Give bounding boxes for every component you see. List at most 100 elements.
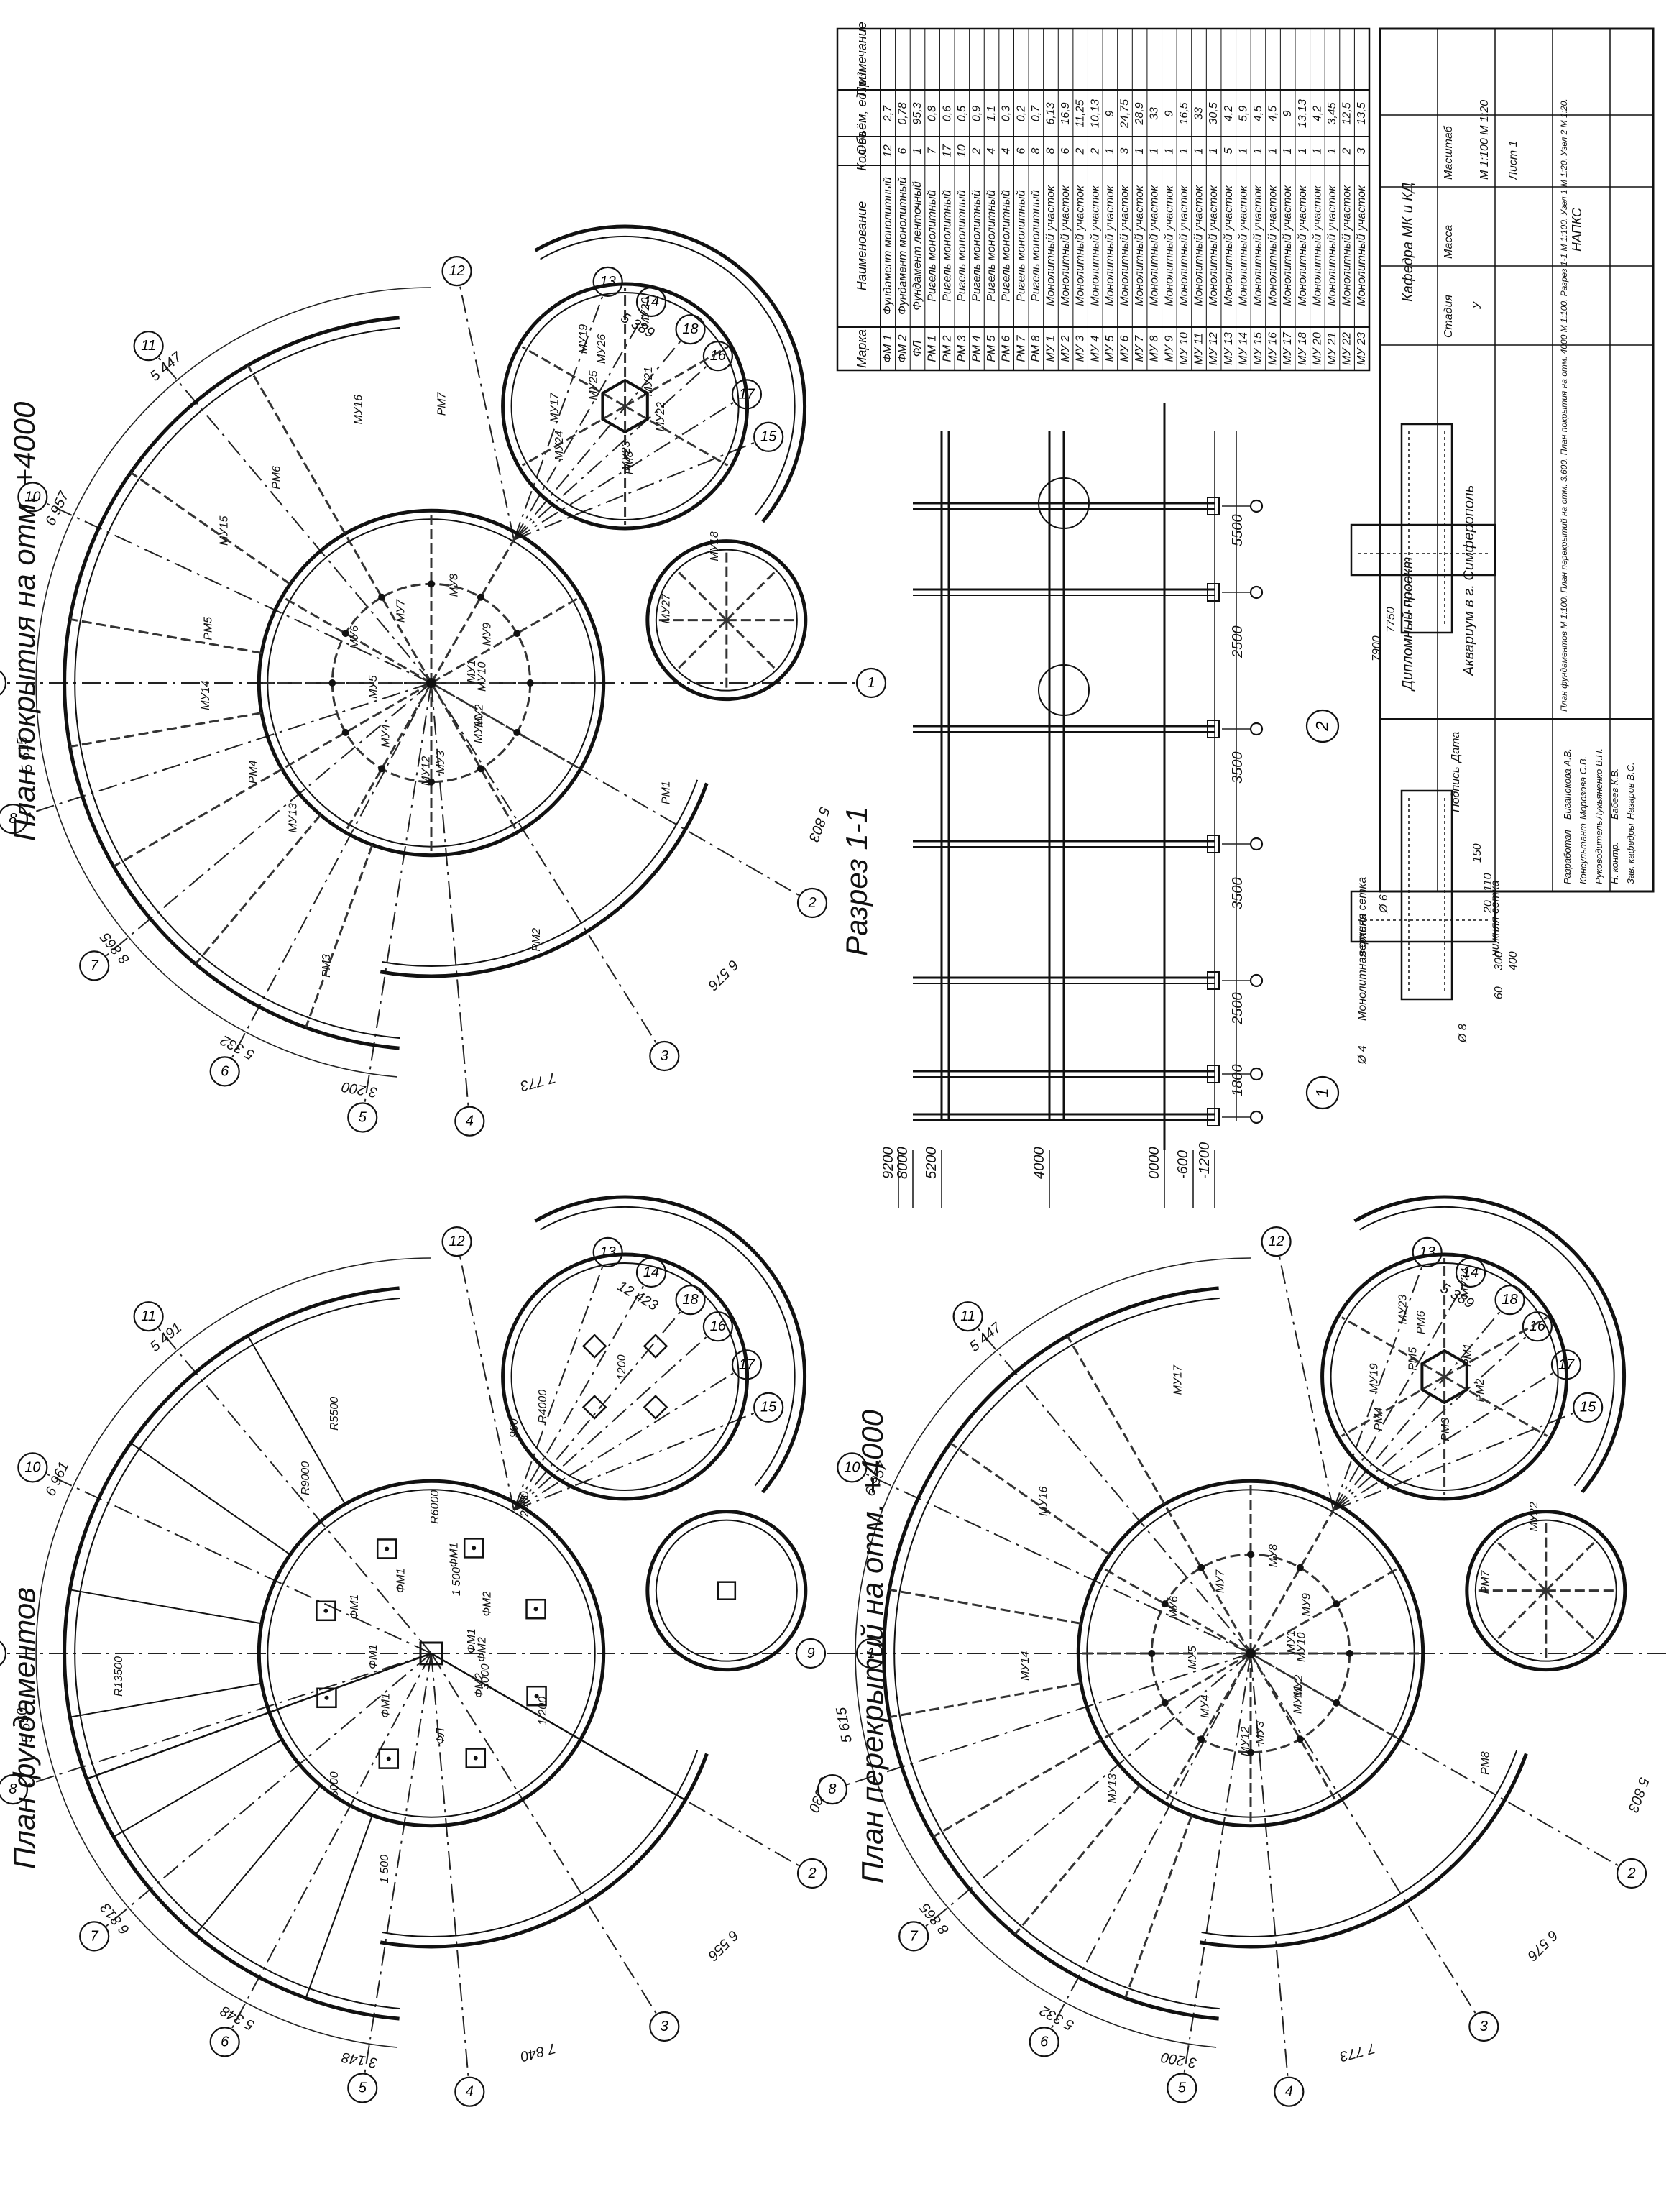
table-cell: Монолитный участок <box>1059 185 1072 306</box>
segment-divider <box>247 1335 346 1505</box>
axis-label: 14 <box>643 294 659 310</box>
outer-wall-inner <box>74 326 400 1040</box>
table-cell: РМ 5 <box>985 335 998 362</box>
element-mark: ФМ2 <box>477 1637 489 1662</box>
detail-label: 7750 <box>1385 607 1397 633</box>
pad-footing <box>463 1538 484 1559</box>
pad-footing <box>465 1748 487 1768</box>
table-cell: Монолитный участок <box>1149 185 1161 306</box>
radial-beam <box>1494 1589 1547 1643</box>
element-mark: РМ3 <box>321 954 333 978</box>
axis-line <box>431 1653 657 2014</box>
table-cell: Монолитный участок <box>1119 185 1131 306</box>
element-mark: МУ22 <box>1528 1502 1540 1531</box>
stage-value: У <box>1471 300 1484 310</box>
axis-bubble <box>796 887 828 919</box>
spiral-curl <box>534 1195 807 1494</box>
axis-label: 9 <box>806 1646 814 1661</box>
table-cell: РМ 6 <box>1001 335 1013 362</box>
table-cell: 0,78 <box>896 102 909 124</box>
outer-wall <box>63 316 400 1050</box>
table-cell: 11,25 <box>1075 99 1087 127</box>
pad-footing <box>316 1687 337 1709</box>
project-name: Дипломный проект <box>1400 557 1416 692</box>
column-node <box>477 593 484 601</box>
axis-label: 15 <box>760 1400 777 1415</box>
radius-label: R4000 <box>537 1390 549 1423</box>
span-label: 3500 <box>1230 878 1246 910</box>
table-cell: Монолитный участок <box>1311 185 1323 306</box>
table-cell: 24,75 <box>1119 99 1131 129</box>
outer-wall-lower <box>380 1753 709 1949</box>
small-hall-wall <box>1465 1510 1627 1672</box>
axis-line <box>513 402 734 541</box>
table-header: Марка <box>855 329 869 368</box>
detail-bubble <box>1305 1075 1340 1110</box>
table-header: Объём, ед. м³ <box>855 71 869 155</box>
radial-beam <box>1545 1538 1598 1592</box>
axis-bubble <box>454 1106 485 1137</box>
table-cell: 6 <box>1015 147 1027 154</box>
table-cell: Монолитный участок <box>1223 185 1235 306</box>
radial-beam <box>624 405 729 467</box>
table-cell: 8 <box>1045 147 1057 154</box>
table-cell: Монолитный участок <box>1104 185 1116 306</box>
table-cell: 33 <box>1149 107 1161 120</box>
pad-footing <box>525 1598 546 1620</box>
person-role: Н. контр. <box>1609 842 1620 884</box>
axis-label: 2 <box>807 895 816 911</box>
table-cell: Монолитный участок <box>1282 185 1294 306</box>
spiral-curl-inner <box>540 1206 796 1487</box>
axis-line <box>513 1311 681 1511</box>
table-cell: РМ 4 <box>970 335 983 362</box>
axis-label: 8 <box>828 1781 836 1797</box>
span-label: 1800 <box>1230 1065 1246 1097</box>
person-name: Назаров В.С. <box>1625 762 1636 820</box>
element-mark: МУ10 <box>1296 1633 1308 1662</box>
radial-beam <box>624 346 729 408</box>
segment-divider <box>113 768 283 868</box>
detail-label: 110 <box>1482 873 1494 891</box>
element-mark: МУ9 <box>481 623 493 646</box>
axis-line <box>106 682 432 957</box>
table-cell: 12 <box>882 144 894 157</box>
table-cell: 17 <box>941 144 953 157</box>
table-cell: МУ 10 <box>1178 332 1190 365</box>
date-label: Дата <box>1450 732 1462 763</box>
person-role: Руководитель <box>1594 820 1604 884</box>
radial-beam <box>1163 1503 1252 1654</box>
axis-bubble <box>795 1638 827 1669</box>
element-mark: РМ8 <box>623 451 635 474</box>
table-cell: 4,2 <box>1223 106 1235 121</box>
table-cell: МУ 12 <box>1208 332 1220 365</box>
radial-beam <box>521 346 626 408</box>
axis-label: 3 <box>1480 2019 1488 2034</box>
table-cell: 95,3 <box>911 102 924 124</box>
element-mark: РМ4 <box>1373 1408 1385 1431</box>
element-mark: ФМ1 <box>466 1628 478 1653</box>
element-mark: РМ3 <box>1440 1418 1452 1441</box>
table-header: Наименование <box>855 201 869 290</box>
organization: НАПКС <box>1570 207 1584 252</box>
table-cell: Монолитный участок <box>1089 185 1101 306</box>
outer-wall <box>882 1286 1219 2021</box>
element-mark: МУ14 <box>1019 1651 1031 1680</box>
spiral-curl-inner <box>1359 1206 1615 1487</box>
span-label: 5500 <box>1230 515 1246 547</box>
axis-bubble <box>796 1858 828 1889</box>
table-cell: 3 <box>1356 147 1368 154</box>
pad-footing <box>581 1334 607 1359</box>
table-cell: МУ 20 <box>1311 332 1323 365</box>
element-mark: МУ1 <box>466 660 478 683</box>
pad-footing <box>316 1600 336 1622</box>
axis-line <box>431 682 799 896</box>
axis-bubble <box>1249 1110 1264 1124</box>
element-mark: МУ6 <box>1168 1596 1180 1620</box>
dimension-label: 900 <box>508 1418 520 1438</box>
element-mark: МУ23 <box>620 441 633 470</box>
table-cell: МУ 16 <box>1267 332 1279 365</box>
person-name: Морозова С.В. <box>1578 756 1588 820</box>
outer-wall <box>63 1286 400 2021</box>
table-cell: Ригель монолитный <box>956 190 968 302</box>
object-name: Аквариум в г. Симферополь <box>1461 485 1477 676</box>
